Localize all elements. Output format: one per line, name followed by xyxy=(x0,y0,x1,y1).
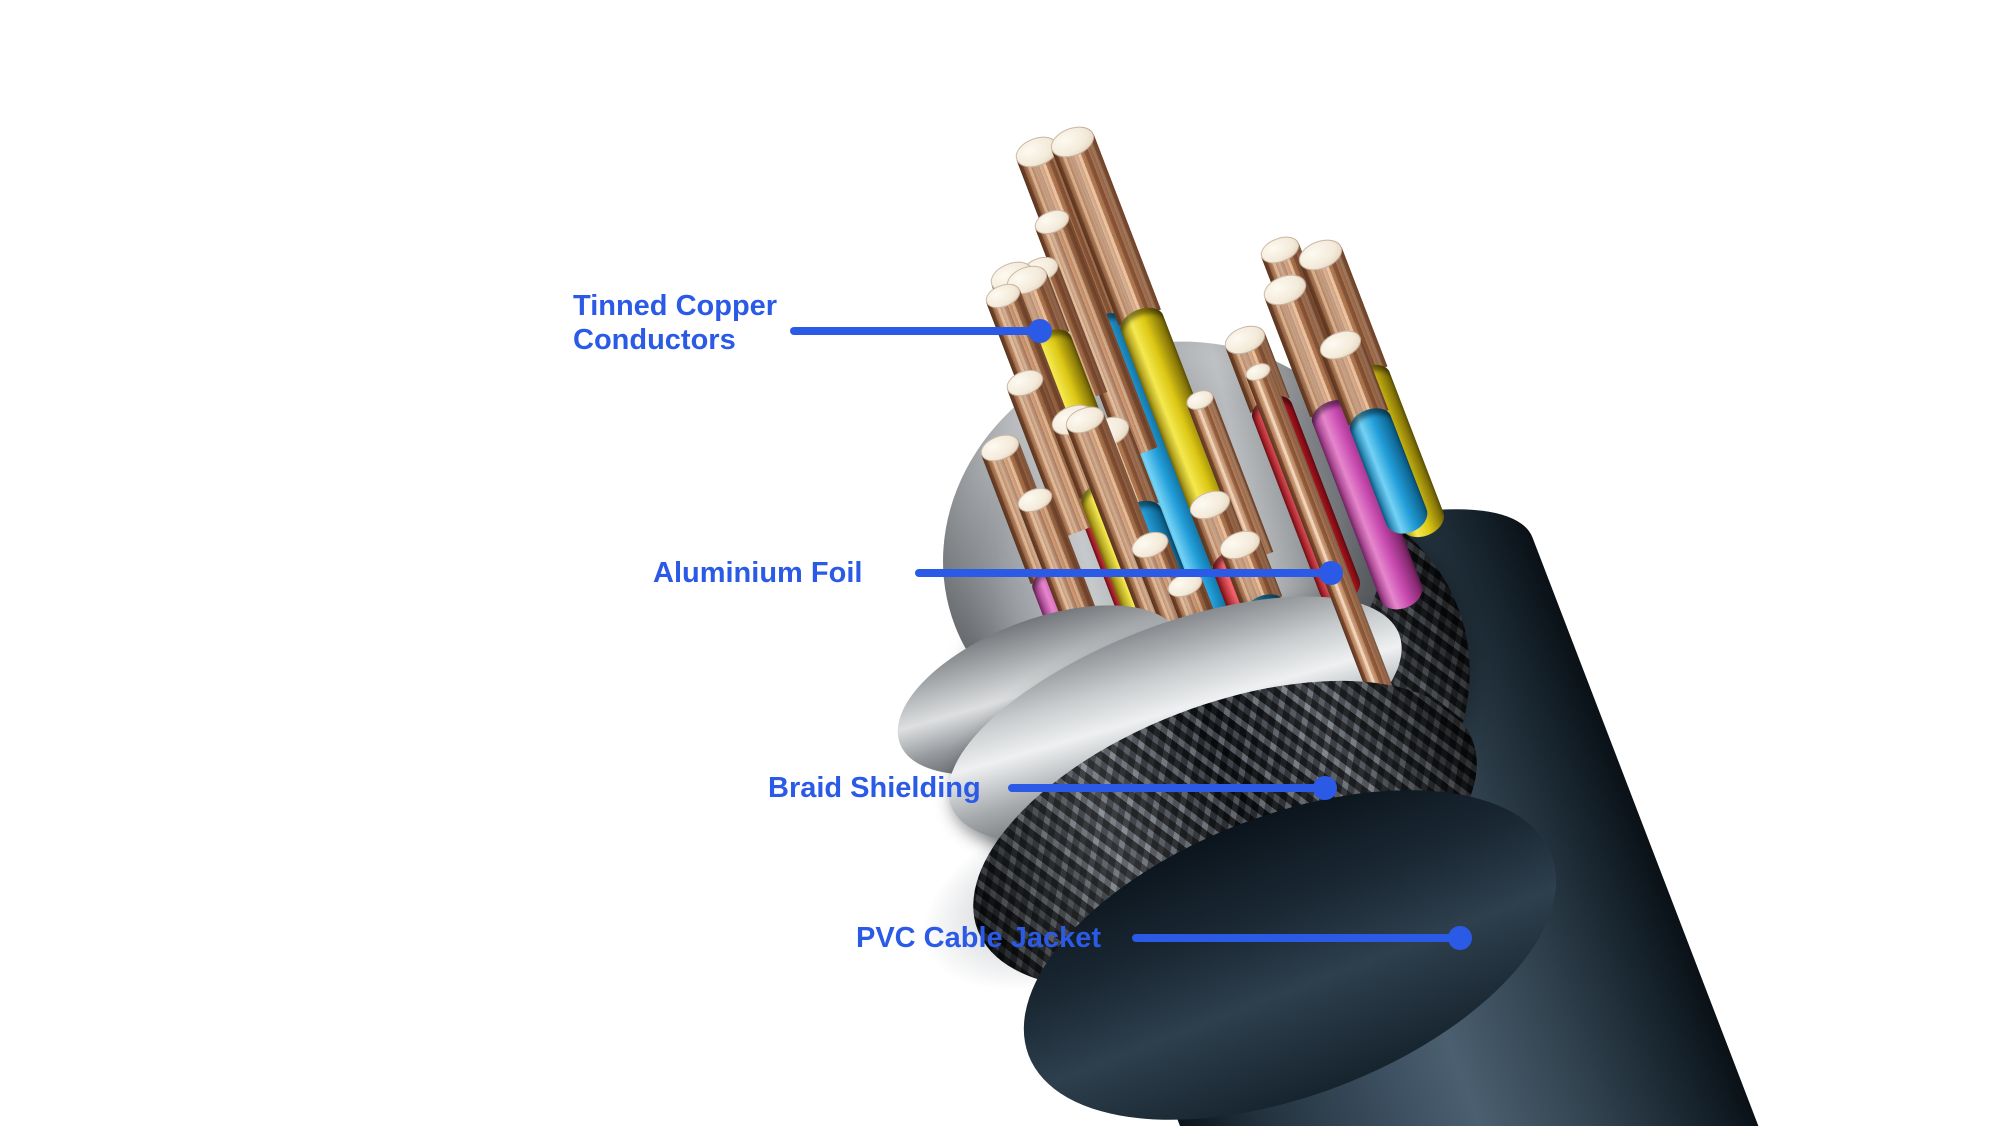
leader-line-aluminium-foil xyxy=(915,561,1343,585)
label-braid-shielding: Braid Shielding xyxy=(768,772,981,804)
label-pvc-cable-jacket: PVC Cable Jacket xyxy=(856,922,1102,954)
leader-dot-aluminium-foil xyxy=(1319,561,1343,585)
label-tinned-copper-conductors: Tinned Copper Conductors xyxy=(573,290,778,356)
leader-dot-braid-shielding xyxy=(1313,776,1337,800)
leader-dot-tinned-copper-conductors xyxy=(1028,319,1052,343)
leader-line-tinned-copper-conductors xyxy=(790,319,1052,343)
leader-dot-pvc-cable-jacket xyxy=(1448,926,1472,950)
leader-line-pvc-cable-jacket xyxy=(1132,926,1472,950)
label-aluminium-foil: Aluminium Foil xyxy=(653,557,863,589)
leader-line-braid-shielding xyxy=(1008,776,1337,800)
